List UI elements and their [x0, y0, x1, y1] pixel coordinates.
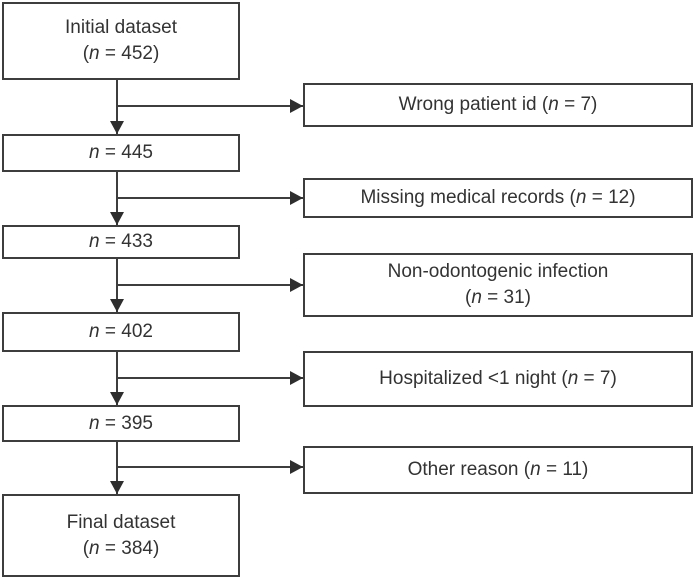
count-post: = 395 [99, 412, 153, 434]
count-post: = 445 [99, 142, 153, 163]
box-hospitalized-lt1-night: Hospitalized <1 night (n = 7) [303, 351, 693, 407]
count-pre: ( [82, 43, 90, 64]
label-line1-text: Non-odontogenic infection [387, 261, 609, 282]
label-post: = 7) [578, 368, 617, 389]
box-title-text: Final dataset [66, 511, 176, 533]
box-title: Final dataset [67, 510, 176, 536]
label-var: n [575, 187, 587, 208]
label-post: = 12) [586, 187, 636, 208]
box-count: n = 433 [89, 229, 153, 255]
box-label: Other reason (n = 11) [408, 457, 589, 483]
count-post: = 452) [99, 43, 160, 64]
box-n-445: n = 445 [2, 134, 240, 172]
box-initial-dataset: Initial dataset (n = 452) [2, 2, 240, 80]
label-pre: Other reason ( [407, 459, 531, 480]
count-post: = 433 [99, 231, 153, 252]
box-label-line2: (n = 31) [465, 285, 531, 311]
count-var: n [89, 412, 100, 434]
box-final-dataset: Final dataset (n = 384) [2, 494, 240, 577]
box-count: n = 402 [89, 319, 153, 345]
count-post: = 384) [99, 537, 160, 559]
label-var: n [471, 287, 482, 308]
count-var: n [89, 43, 100, 64]
box-wrong-patient-id: Wrong patient id (n = 7) [303, 83, 693, 127]
box-count: n = 445 [89, 140, 153, 166]
count-var: n [89, 537, 100, 559]
box-count: (n = 452) [83, 41, 160, 67]
label-post: = 11) [540, 459, 589, 480]
box-label: Hospitalized <1 night (n = 7) [379, 366, 617, 392]
count-var: n [89, 231, 100, 252]
count-var: n [89, 321, 100, 342]
label-pre: Missing medical records ( [360, 187, 576, 208]
box-missing-medical-records: Missing medical records (n = 12) [303, 178, 693, 218]
box-other-reason: Other reason (n = 11) [303, 446, 693, 494]
label-post: = 7) [558, 94, 598, 115]
box-non-odontogenic-infection: Non-odontogenic infection (n = 31) [303, 253, 693, 317]
box-label: Wrong patient id (n = 7) [399, 92, 598, 118]
box-n-433: n = 433 [2, 225, 240, 259]
label-var: n [567, 368, 579, 389]
label-var: n [530, 459, 541, 480]
box-n-402: n = 402 [2, 312, 240, 352]
box-label-line1: Non-odontogenic infection [388, 259, 609, 285]
box-title: Initial dataset [65, 15, 177, 41]
count-var: n [89, 142, 100, 163]
label-pre: Hospitalized <1 night ( [379, 368, 568, 389]
label-pre: ( [464, 287, 472, 308]
box-n-395: n = 395 [2, 405, 240, 442]
box-title-text: Initial dataset [65, 17, 177, 38]
count-post: = 402 [99, 321, 153, 342]
box-count: (n = 384) [83, 536, 160, 562]
box-count: n = 395 [89, 411, 153, 437]
label-post: = 31) [481, 287, 532, 308]
label-pre: Wrong patient id ( [398, 94, 549, 115]
box-label: Missing medical records (n = 12) [360, 185, 635, 211]
count-pre: ( [82, 537, 90, 559]
label-var: n [548, 94, 559, 115]
